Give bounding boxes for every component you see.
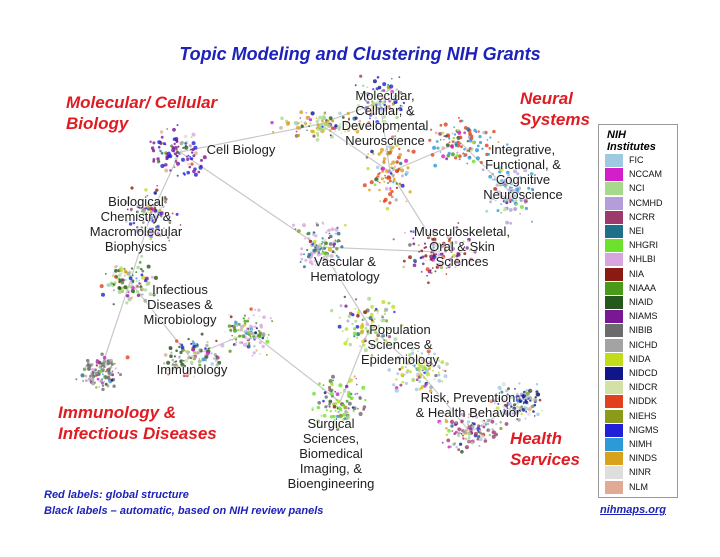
page-title: Topic Modeling and Clustering NIH Grants	[179, 44, 541, 64]
legend-swatch	[605, 168, 623, 182]
legend-title: NIH Institutes	[607, 129, 656, 153]
label-molecular-cellular-biology: Molecular/ Cellular Biology	[66, 93, 218, 133]
legend-item: NIGMS	[605, 423, 675, 439]
legend-item: NIA	[605, 267, 675, 283]
legend-item: NHLBI	[605, 252, 675, 268]
legend-swatch	[605, 423, 623, 437]
legend-label: NEI	[629, 226, 645, 236]
label-infectious-diseases-microbiology: Infectious Diseases & Microbiology	[143, 282, 217, 327]
legend-swatch	[605, 367, 623, 380]
legend-item: NIEHS	[605, 409, 675, 425]
label-health-services: Health Services	[510, 429, 580, 469]
legend-swatch	[605, 395, 623, 409]
legend-label: NIGMS	[629, 424, 659, 435]
footnote-red-labels: Red labels: global structure	[44, 489, 189, 501]
legend-swatch	[605, 154, 623, 167]
legend-item: NIDCD	[605, 366, 675, 382]
legend-swatch	[605, 225, 623, 238]
legend-swatch	[605, 210, 623, 224]
legend-item: NICHD	[605, 338, 675, 354]
legend-item: NCI	[605, 181, 675, 197]
institutes-legend: NIH Institutes FIC NCCAM NCI NCMHD NCRR NEI NH…	[598, 124, 678, 498]
legend-label: NCI	[629, 183, 645, 194]
legend-item: NCMHD	[605, 196, 675, 212]
legend-item: NIDA	[605, 352, 675, 368]
legend-swatch	[605, 239, 623, 253]
legend-label: NCMHD	[629, 197, 663, 208]
legend-item: NCCAM	[605, 167, 675, 183]
legend-label: NINR	[629, 467, 651, 478]
label-surgical-sciences-bioengineering: Surgical Sciences, Biomedical Imaging, &…	[287, 416, 375, 491]
nihmaps-link[interactable]: nihmaps.org	[600, 504, 667, 516]
label-risk-prevention-health-behavior: Risk, Prevention & Health Behavior	[415, 390, 521, 420]
legend-swatch	[605, 310, 623, 324]
legend-swatch	[605, 324, 623, 338]
legend-item: NIAMS	[605, 309, 675, 325]
legend-swatch	[605, 466, 623, 480]
legend-label: FIC	[629, 155, 644, 165]
legend-label: NIDCR	[629, 382, 658, 393]
legend-label: NLM	[629, 481, 649, 492]
legend-item: NIBIB	[605, 323, 675, 339]
label-neural-systems: Neural Systems	[520, 89, 590, 129]
legend-label: NIBIB	[629, 325, 653, 336]
legend-item: NIDCR	[605, 380, 675, 396]
legend-swatch	[605, 253, 623, 267]
label-immunology-cluster: Immunology	[156, 362, 228, 377]
legend-item: NIAAA	[605, 281, 675, 297]
legend-label: NIDCD	[629, 368, 658, 378]
legend-swatch	[605, 296, 623, 309]
legend-label: NIEHS	[629, 410, 657, 421]
legend-label: NHGRI	[629, 240, 658, 251]
legend-label: NINDS	[629, 453, 658, 464]
label-biological-chemistry-macromolecular-biophysics: Biological Chemistry & Macromolecular Bi…	[89, 194, 183, 254]
legend-swatch	[605, 352, 623, 366]
legend-swatch	[605, 338, 623, 352]
legend-label: NCRR	[629, 211, 655, 222]
legend-swatch	[605, 452, 623, 466]
footnote-black-labels: Black labels – automatic, based on NIH r…	[44, 505, 324, 517]
legend-swatch	[605, 438, 623, 451]
label-musculoskeletal-oral-skin-sciences: Musculoskeletal, Oral & Skin Sciences	[413, 224, 511, 269]
legend-swatch	[605, 182, 623, 196]
legend-item: NIAID	[605, 295, 675, 311]
legend-label: NCCAM	[629, 169, 662, 180]
legend-item: FIC	[605, 153, 675, 169]
legend-item: NIDDK	[605, 394, 675, 410]
legend-swatch	[605, 381, 623, 395]
legend-label: NIMH	[629, 439, 652, 449]
legend-label: NIAMS	[629, 311, 658, 322]
legend-item: NEI	[605, 224, 675, 240]
legend-swatch	[605, 409, 623, 423]
legend-label: NIDA	[629, 353, 651, 364]
label-cell-biology: Cell Biology	[206, 142, 276, 157]
legend-swatch	[605, 281, 623, 295]
legend-label: NIA	[629, 268, 645, 279]
legend-item: NHGRI	[605, 238, 675, 254]
label-molecular-cellular-developmental-neuroscience: Molecular, Cellular, & Developmental Neu…	[341, 88, 429, 148]
legend-item: NINDS	[605, 451, 675, 467]
label-population-sciences-epidemiology: Population Sciences & Epidemiology	[360, 322, 440, 367]
label-integrative-functional-cognitive-neuroscience: Integrative, Functional, & Cognitive Neu…	[483, 142, 563, 202]
label-immunology-infectious-diseases: Immunology & Infectious Diseases	[58, 403, 217, 443]
grant-cluster-map	[75, 74, 544, 454]
legend-label: NIDDK	[629, 396, 658, 407]
legend-swatch	[605, 267, 623, 281]
legend-item: NINR	[605, 465, 675, 481]
legend-swatch	[605, 480, 623, 494]
grant-point-cloud	[75, 74, 544, 454]
legend-label: NICHD	[629, 339, 658, 350]
legend-item: NIMH	[605, 437, 675, 453]
legend-label: NIAAA	[629, 282, 657, 293]
legend-label: NHLBI	[629, 254, 656, 265]
legend-item: NLM	[605, 480, 675, 496]
legend-label: NIAID	[629, 297, 654, 307]
legend-swatch	[605, 196, 623, 210]
legend-item: NCRR	[605, 210, 675, 226]
label-vascular-hematology: Vascular & Hematology	[310, 254, 380, 284]
